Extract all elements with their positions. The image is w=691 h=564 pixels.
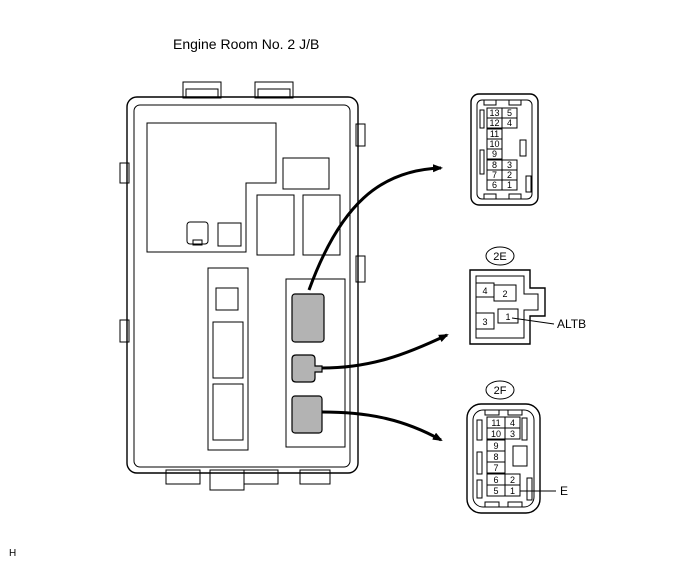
top-pin-2: 2 — [507, 170, 512, 180]
2e-pin-2: 2 — [502, 289, 507, 299]
connector-2e-label: 2E — [493, 251, 506, 263]
2f-pin-3: 3 — [510, 429, 515, 439]
top-pin-1: 1 — [507, 180, 512, 190]
connector-2f-label: 2F — [494, 385, 507, 397]
2f-pin-7: 7 — [493, 463, 498, 473]
2e-pin-1: 1 — [505, 312, 510, 322]
2f-pin-8: 8 — [493, 452, 498, 462]
callout-altb: ALTB — [557, 317, 586, 331]
2f-pin-1: 1 — [510, 486, 515, 496]
corner-code: H — [9, 548, 16, 559]
2f-pin-6: 6 — [493, 475, 498, 485]
connector-2e: 2E 4 2 3 1 ALTB — [469, 246, 586, 345]
top-pin-12: 12 — [489, 118, 499, 128]
diagram-title: Engine Room No. 2 J/B — [173, 36, 319, 52]
2f-pin-11: 11 — [491, 418, 500, 428]
top-pin-8: 8 — [492, 160, 497, 170]
2e-pin-3: 3 — [482, 317, 487, 327]
2f-pin-4: 4 — [510, 418, 515, 428]
arrow-to-top-connector — [307, 164, 443, 291]
top-pin-11: 11 — [490, 129, 499, 139]
callout-e: E — [560, 484, 568, 498]
2f-pin-10: 10 — [491, 429, 501, 439]
2f-pin-5: 5 — [493, 486, 498, 496]
top-connector: 13 5 12 4 11 10 9 8 3 7 2 6 1 — [470, 93, 539, 206]
2f-pin-9: 9 — [493, 441, 498, 451]
top-pin-13: 13 — [489, 108, 499, 118]
top-pin-4: 4 — [507, 118, 512, 128]
junction-block — [119, 81, 366, 491]
2e-pin-4: 4 — [482, 286, 487, 296]
top-pin-7: 7 — [492, 170, 497, 180]
top-pin-10: 10 — [489, 139, 499, 149]
top-pin-5: 5 — [507, 108, 512, 118]
top-pin-3: 3 — [507, 160, 512, 170]
arrow-to-2e-connector — [321, 333, 449, 370]
connector-2f: 2F 11 4 10 3 9 8 7 6 2 5 1 — [466, 380, 568, 514]
top-pin-6: 6 — [492, 180, 497, 190]
2f-pin-2: 2 — [510, 475, 515, 485]
top-pin-9: 9 — [492, 149, 497, 159]
arrow-to-2f-connector — [321, 410, 443, 442]
